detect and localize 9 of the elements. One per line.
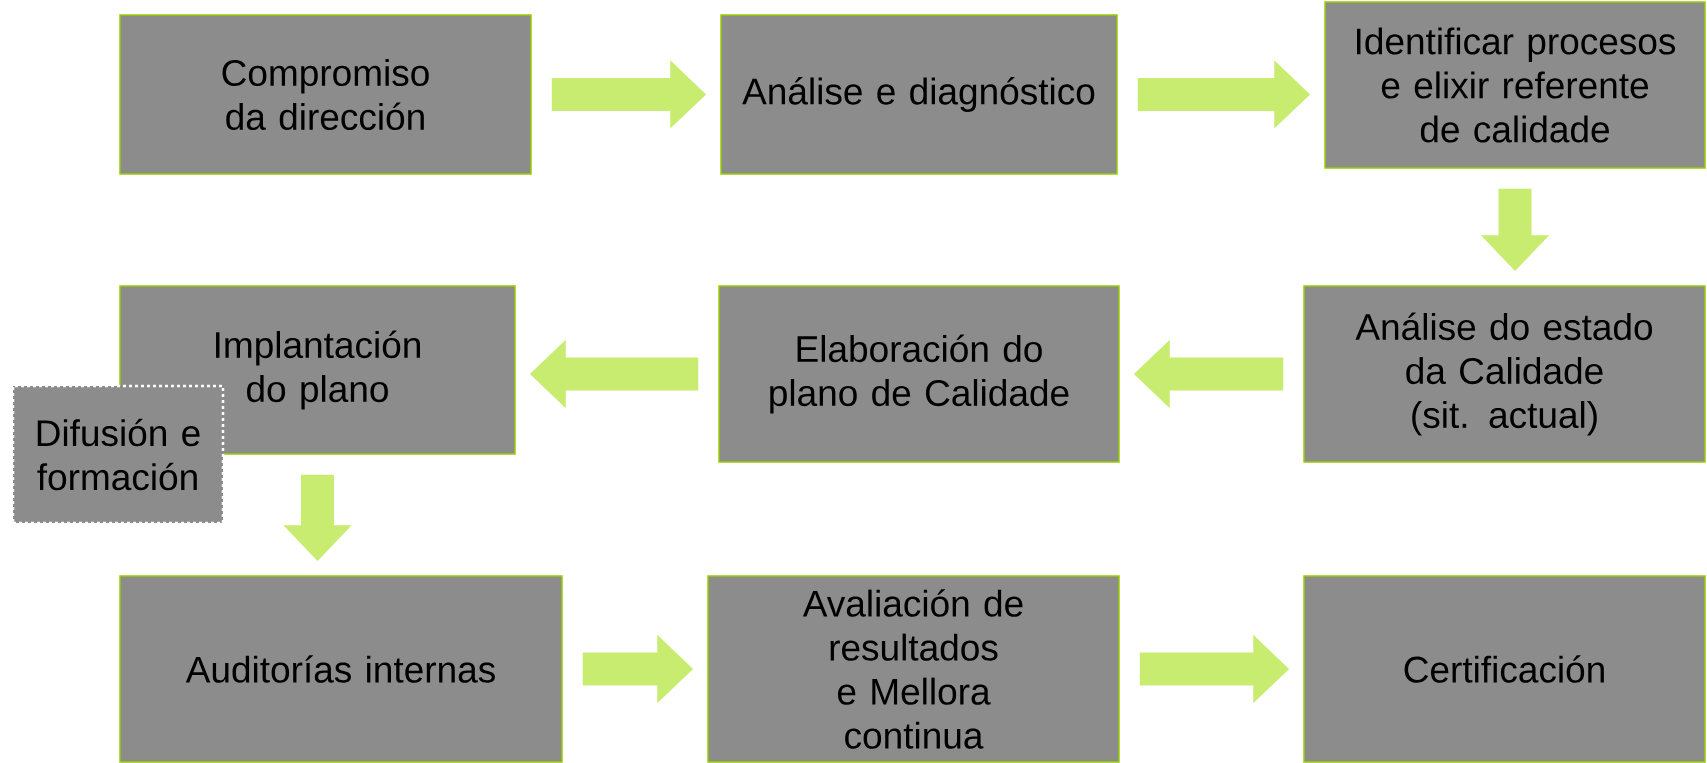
- process-box: Elaboración do plano de Calidade: [718, 285, 1120, 463]
- process-box: Compromiso da dirección: [119, 14, 532, 175]
- process-box: Identificar procesos e elixir referente de calidade: [1324, 1, 1706, 169]
- process-box: Certificación: [1303, 575, 1706, 763]
- process-box: Análise do estado da Calidade (sit. actual): [1303, 285, 1706, 463]
- process-box: Análise e diagnóstico: [720, 14, 1118, 175]
- process-box: Difusión e formación: [11, 384, 225, 525]
- process-box: Avaliación de resultados e Mellora continua: [707, 575, 1120, 763]
- process-box: Auditorías internas: [119, 575, 563, 763]
